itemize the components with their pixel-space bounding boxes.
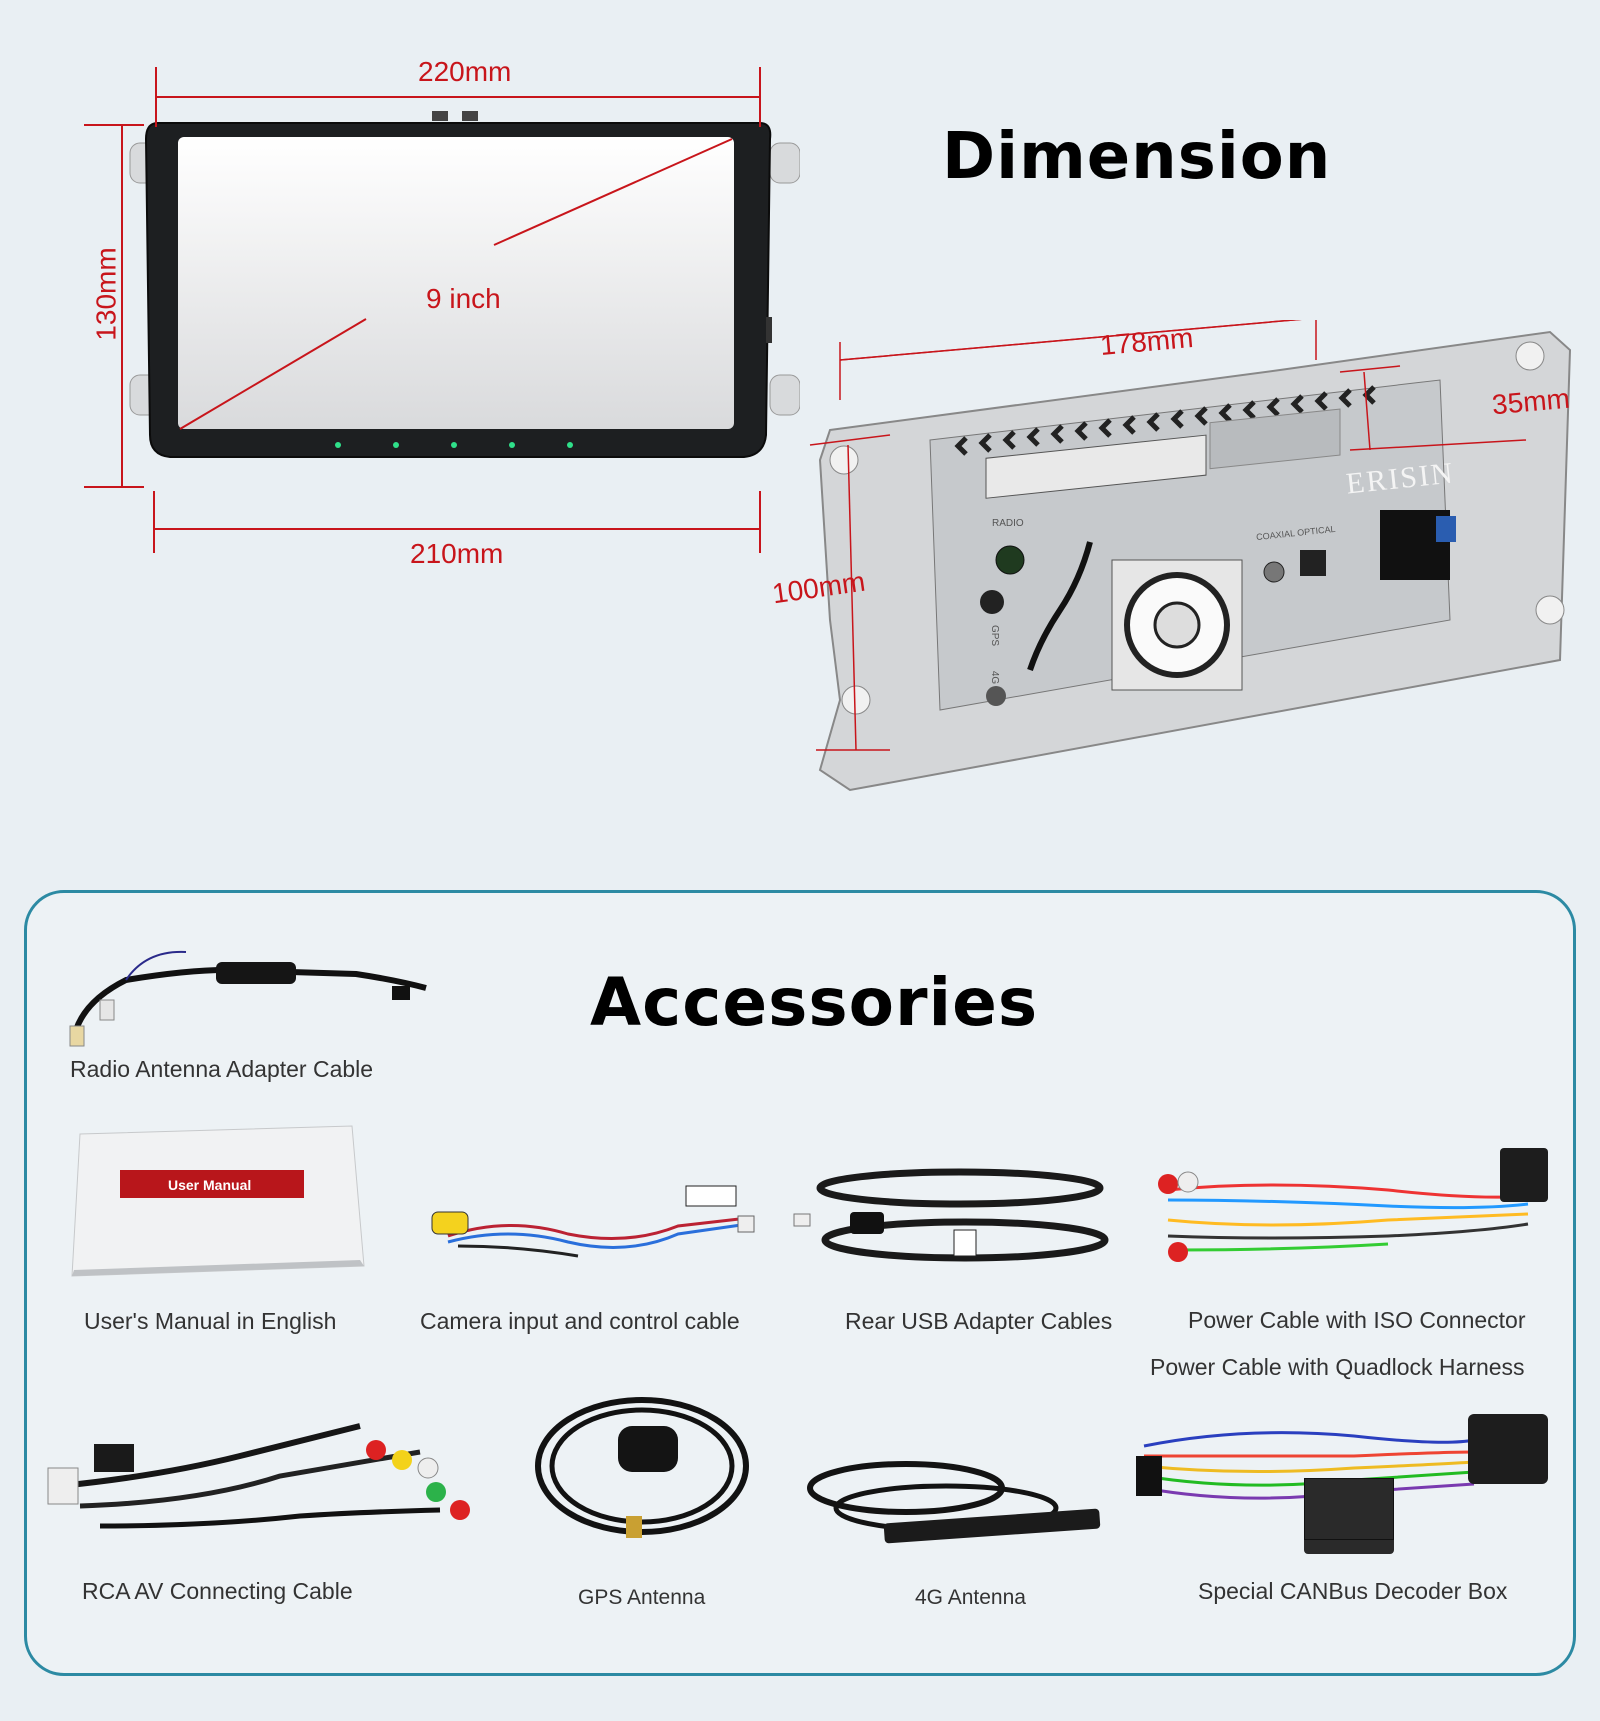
gps-antenna-icon bbox=[535, 1397, 749, 1538]
item-label-iso-power-cable: Power Cable with ISO Connector bbox=[1188, 1307, 1526, 1333]
front-width-bottom-label: 210mm bbox=[410, 538, 504, 569]
rca-cable-icon bbox=[47, 1423, 470, 1529]
port-label-radio: RADIO bbox=[992, 518, 1024, 529]
camera-cable-icon bbox=[431, 1185, 755, 1258]
item-label-canbus-box: Special CANBus Decoder Box bbox=[1198, 1578, 1508, 1604]
item-label-gps-antenna: GPS Antenna bbox=[578, 1586, 706, 1609]
item-label-antenna-adapter: Radio Antenna Adapter Cable bbox=[70, 1056, 374, 1082]
item-label-4g-antenna: 4G Antenna bbox=[915, 1586, 1026, 1609]
front-height-label: 130mm bbox=[90, 247, 122, 341]
user-manual-icon bbox=[71, 1125, 365, 1277]
item-label-quadlock-harness: Power Cable with Quadlock Harness bbox=[1150, 1354, 1525, 1380]
dimension-heading: Dimension bbox=[942, 120, 1332, 194]
iso-power-cable-icon bbox=[1158, 1148, 1548, 1262]
user-manual-badge: User Manual bbox=[168, 1177, 252, 1193]
item-label-camera-cable: Camera input and control cable bbox=[420, 1308, 740, 1334]
screen-diagonal-label: 9 inch bbox=[426, 283, 501, 314]
head-unit-front-image bbox=[84, 67, 800, 553]
4g-antenna-icon bbox=[807, 1461, 1101, 1544]
antenna-adapter-cable-icon bbox=[69, 950, 427, 1047]
item-label-rca-cable: RCA AV Connecting Cable bbox=[82, 1578, 353, 1604]
canbus-box-icon bbox=[1304, 1478, 1394, 1540]
item-label-usb-cable: Rear USB Adapter Cables bbox=[845, 1308, 1113, 1334]
item-label-user-manual: User's Manual in English bbox=[84, 1308, 337, 1334]
head-unit-rear-image bbox=[809, 320, 1572, 792]
accessories-heading: Accessories bbox=[590, 964, 1039, 1041]
rear-depth-label: 35mm bbox=[1490, 382, 1571, 421]
usb-cable-icon bbox=[793, 1168, 1109, 1262]
port-label-4g: 4G bbox=[989, 670, 1001, 685]
front-width-top-label: 220mm bbox=[418, 56, 512, 87]
port-label-gps: GPS bbox=[989, 624, 1001, 647]
